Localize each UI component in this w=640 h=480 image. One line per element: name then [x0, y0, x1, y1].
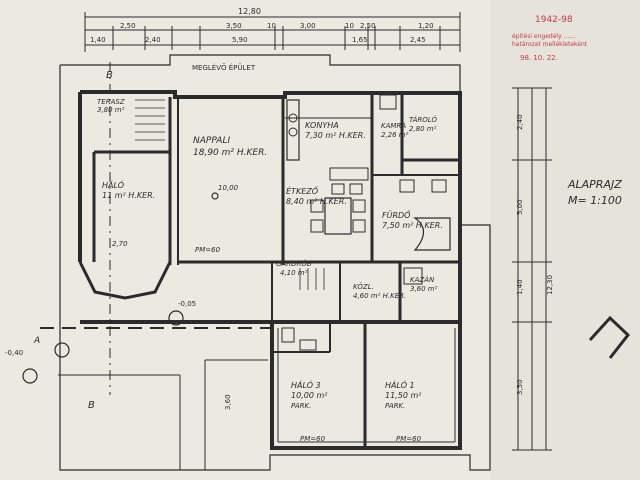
stamp-text: építési engedély ......	[512, 33, 575, 40]
title-block: ALAPRAJZ M= 1:100 1942-98 építési engedé…	[512, 15, 631, 359]
chair	[310, 219, 324, 233]
room-area: 4,10 m²	[280, 269, 308, 277]
window-label: PM=60	[195, 246, 221, 254]
dim-label: 2,70	[112, 240, 128, 248]
dim-label: 10	[267, 22, 276, 30]
dim-label: 5,00	[516, 199, 524, 215]
window-label: PM=60	[300, 435, 326, 443]
level-marker-icon	[22, 368, 38, 384]
room-label-wardrobe: GARDRÓB	[276, 259, 312, 268]
dim-label: 2,50	[360, 22, 376, 30]
level-marker-icon	[168, 310, 184, 326]
room-label-terrace: TERASZ	[97, 98, 125, 106]
room-area: 10,00 m²	[291, 391, 328, 400]
chair	[352, 219, 366, 233]
room-area: 3,80 m²	[97, 106, 125, 114]
chair	[310, 199, 324, 213]
boiler-icon	[403, 267, 423, 285]
height-label: 10,00	[218, 184, 239, 192]
building-walls	[78, 90, 462, 450]
furniture	[211, 94, 451, 351]
dim-label: 2,50	[120, 22, 136, 30]
window-label: PM=60	[396, 435, 422, 443]
room-floor: PARK.	[291, 402, 311, 410]
room-area: 7,30 m² H.KER.	[305, 131, 366, 140]
level-label: -0,05	[178, 300, 196, 308]
section-marker: A	[33, 336, 40, 346]
room-area: 18,90 m² H.KER.	[193, 148, 267, 158]
section-marker: B	[88, 400, 95, 411]
overall-width-label: 12,80	[238, 7, 261, 16]
dining-table	[324, 197, 352, 235]
neighbor-building-label: MEGLÉVŐ ÉPÜLET	[192, 63, 256, 72]
room-area: 7,50 m² H.KER.	[382, 221, 443, 230]
stamp-reference: 1942-98	[535, 15, 573, 25]
dim-label: 2,40	[516, 114, 524, 130]
room-label-boiler: KAZÁN	[410, 275, 435, 284]
chair	[352, 199, 366, 213]
level-label: -0,40	[5, 349, 23, 357]
kitchen-island	[329, 167, 369, 181]
dim-label: 1,40	[90, 36, 106, 44]
room-label-kitchen: KONYHA	[305, 121, 339, 130]
room-label-dining: ÉTKEZŐ	[286, 185, 319, 196]
room-area: 4,60 m² H.KER.	[353, 292, 406, 300]
room-area: 11 m² H.KER.	[102, 191, 155, 200]
hob-icon	[288, 127, 298, 137]
room-label-bedroom-3: HÁLÓ 3	[291, 379, 321, 390]
top-dimension-chains: 12,80 2,50 3,50 10 3,00 10 2,50 1,20 1,4…	[84, 7, 461, 52]
right-dimension-chain: 2,40 5,00 1,40 3,50 12,30 3,60	[224, 87, 554, 451]
room-area: 8,40 m² H.KER.	[286, 197, 347, 206]
drawing-scale: M= 1:100	[568, 194, 622, 207]
sink-icon	[431, 179, 447, 193]
dim-label: 3,00	[300, 22, 316, 30]
north-arrow-icon	[588, 315, 631, 359]
bathtub-icon	[413, 217, 451, 251]
chair	[331, 183, 345, 195]
height-marker-icon	[211, 192, 219, 200]
toilet-icon	[281, 327, 295, 343]
dim-label: 3,50	[516, 379, 524, 395]
room-label-pantry: KAMRA	[381, 122, 406, 130]
room-floor: PARK.	[385, 402, 405, 410]
room-label-bathroom: FÜRDŐ	[382, 210, 411, 220]
dim-label: 2,45	[410, 36, 426, 44]
level-marker-icon	[54, 342, 70, 358]
hob-icon	[288, 113, 298, 123]
section-line-a: A B B -0,40 -0,05	[5, 62, 270, 411]
stamp-text: határozat mellékleteként	[512, 41, 588, 48]
room-label-storage: TÁROLÓ	[409, 115, 437, 124]
dim-label: 5,90	[232, 36, 248, 44]
dim-label: 12,30	[546, 275, 554, 295]
room-label-bedroom-west: HÁLÓ	[102, 179, 124, 190]
dim-label: 3,60	[224, 394, 232, 410]
kitchen-counter	[286, 99, 300, 161]
dim-label: 3,50	[226, 22, 242, 30]
room-label-living: NAPPALI	[193, 136, 230, 146]
dim-label: 10	[345, 22, 354, 30]
room-area: 3,60 m²	[410, 285, 438, 293]
stair-hatching	[135, 99, 325, 290]
wardrobe	[379, 94, 397, 110]
room-label-bedroom-1: HÁLÓ 1	[385, 379, 415, 390]
stamp-text: 98. 10. 22.	[520, 54, 558, 62]
section-marker: B	[106, 70, 113, 81]
room-area: 2,26 m²	[381, 131, 409, 139]
room-area: 2,80 m²	[409, 125, 437, 133]
chair	[349, 183, 363, 195]
site-outline: MEGLÉVŐ ÉPÜLET	[58, 54, 491, 471]
drawing-title: ALAPRAJZ	[567, 178, 622, 191]
sink-icon	[299, 339, 317, 351]
dim-label: 1,40	[516, 279, 524, 295]
room-labels: TERASZ 3,80 m² NAPPALI 18,90 m² H.KER. K…	[97, 98, 443, 443]
dim-label: 1,20	[418, 22, 434, 30]
room-label-hall: KÖZL.	[353, 282, 374, 291]
dim-label: 2,40	[145, 36, 161, 44]
paper-edge	[490, 0, 640, 480]
room-area: 11,50 m²	[385, 391, 422, 400]
dim-label: 1,65	[352, 36, 368, 44]
toilet-icon	[399, 179, 415, 193]
